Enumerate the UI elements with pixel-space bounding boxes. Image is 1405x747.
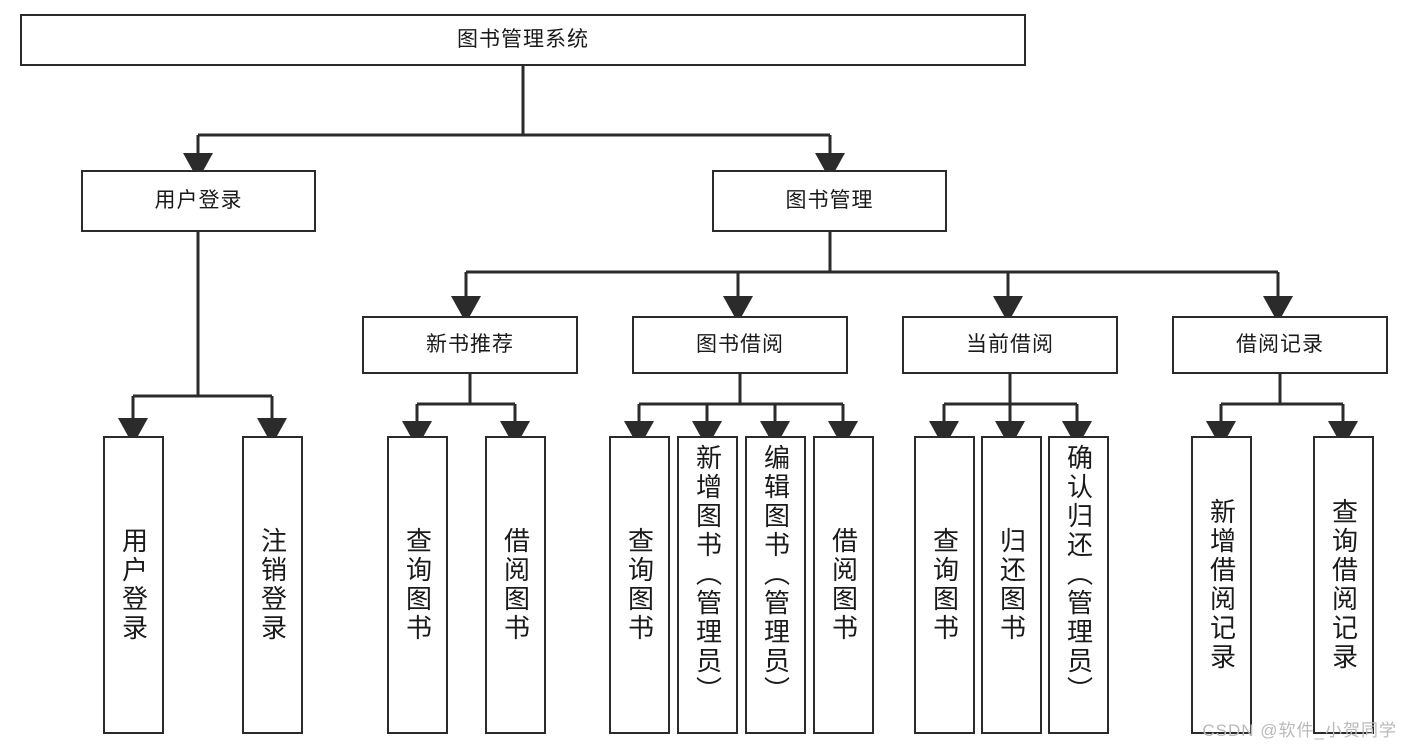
- node-book-borrow-label: 图书借阅: [696, 332, 784, 356]
- node-leaf-user-logout[interactable]: 注销登录: [242, 436, 303, 734]
- node-leaf-borrow-query[interactable]: 查询图书: [609, 436, 670, 734]
- node-leaf-borrow-add[interactable]: 新增图书（管理员）: [677, 436, 738, 734]
- node-leaf-borrow-edit-label: 编辑图书（管理员）: [760, 444, 791, 705]
- node-leaf-borrow-do-label: 借阅图书: [828, 527, 859, 643]
- node-book-borrow[interactable]: 图书借阅: [632, 316, 848, 374]
- node-leaf-user-logout-label: 注销登录: [257, 527, 288, 643]
- node-leaf-rec-add-label: 新增借阅记录: [1206, 498, 1237, 672]
- node-leaf-cur-return-label: 归还图书: [996, 527, 1027, 643]
- node-leaf-cur-query-label: 查询图书: [929, 527, 960, 643]
- node-current-borrow[interactable]: 当前借阅: [902, 316, 1118, 374]
- node-leaf-cur-confirm-label: 确认归还（管理员）: [1063, 444, 1094, 705]
- csdn-watermark: CSDN @软件_小贺同学: [1202, 721, 1397, 740]
- node-root-label: 图书管理系统: [457, 27, 589, 51]
- node-leaf-user-login-label: 用户登录: [118, 527, 149, 643]
- node-leaf-user-login[interactable]: 用户登录: [103, 436, 164, 734]
- node-leaf-borrow-query-label: 查询图书: [624, 527, 655, 643]
- node-borrow-record[interactable]: 借阅记录: [1172, 316, 1388, 374]
- node-leaf-rec-add[interactable]: 新增借阅记录: [1191, 436, 1252, 734]
- node-leaf-cur-return[interactable]: 归还图书: [981, 436, 1042, 734]
- node-current-borrow-label: 当前借阅: [966, 332, 1054, 356]
- node-user-login[interactable]: 用户登录: [81, 170, 316, 232]
- node-borrow-record-label: 借阅记录: [1236, 332, 1324, 356]
- node-leaf-cur-confirm[interactable]: 确认归还（管理员）: [1048, 436, 1109, 734]
- node-book-manage[interactable]: 图书管理: [712, 170, 947, 232]
- node-leaf-rec-query2-label: 查询借阅记录: [1328, 498, 1359, 672]
- node-user-login-label: 用户登录: [154, 188, 243, 212]
- node-leaf-cur-query[interactable]: 查询图书: [914, 436, 975, 734]
- node-leaf-rec-query2[interactable]: 查询借阅记录: [1313, 436, 1374, 734]
- node-leaf-borrow-edit[interactable]: 编辑图书（管理员）: [745, 436, 806, 734]
- node-leaf-rec-query[interactable]: 查询图书: [387, 436, 448, 734]
- node-leaf-rec-query-label: 查询图书: [402, 527, 433, 643]
- node-leaf-rec-borrow[interactable]: 借阅图书: [485, 436, 546, 734]
- node-book-manage-label: 图书管理: [785, 188, 874, 212]
- node-leaf-rec-borrow-label: 借阅图书: [500, 527, 531, 643]
- node-root[interactable]: 图书管理系统: [20, 14, 1026, 66]
- node-leaf-borrow-add-label: 新增图书（管理员）: [692, 444, 723, 705]
- node-leaf-borrow-do[interactable]: 借阅图书: [813, 436, 874, 734]
- node-new-book-rec[interactable]: 新书推荐: [362, 316, 578, 374]
- node-new-book-rec-label: 新书推荐: [426, 332, 514, 356]
